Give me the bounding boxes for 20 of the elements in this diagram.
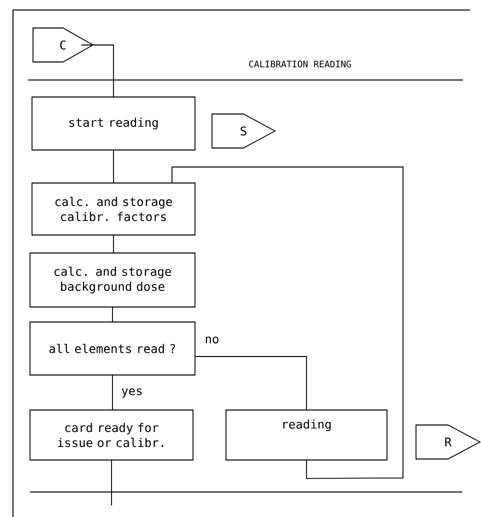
edge-label: no	[204, 336, 220, 344]
connector-line	[112, 307, 113, 322]
process-box: reading	[226, 410, 388, 460]
connector-line	[112, 375, 113, 410]
heading: CALIBRATION READING	[249, 60, 351, 68]
process-box: calc. and storage calibr. factors	[32, 182, 196, 236]
edge-label: yes	[120, 387, 144, 399]
connector-line	[113, 235, 114, 253]
connector-line	[111, 460, 112, 506]
decision-box: all elements read ?	[30, 322, 196, 376]
connector-line	[195, 356, 307, 410]
connector-tag: S	[212, 114, 276, 148]
process-box: calc. and storage background dose	[30, 252, 196, 308]
connector-line	[81, 44, 114, 97]
process-box: start reading	[32, 96, 196, 150]
connector-tag: R	[416, 424, 481, 460]
connector-line	[172, 166, 404, 479]
connector-tag: C	[32, 28, 94, 62]
process-box: card ready for issue or calibr.	[30, 410, 194, 460]
connector-line	[113, 150, 114, 183]
